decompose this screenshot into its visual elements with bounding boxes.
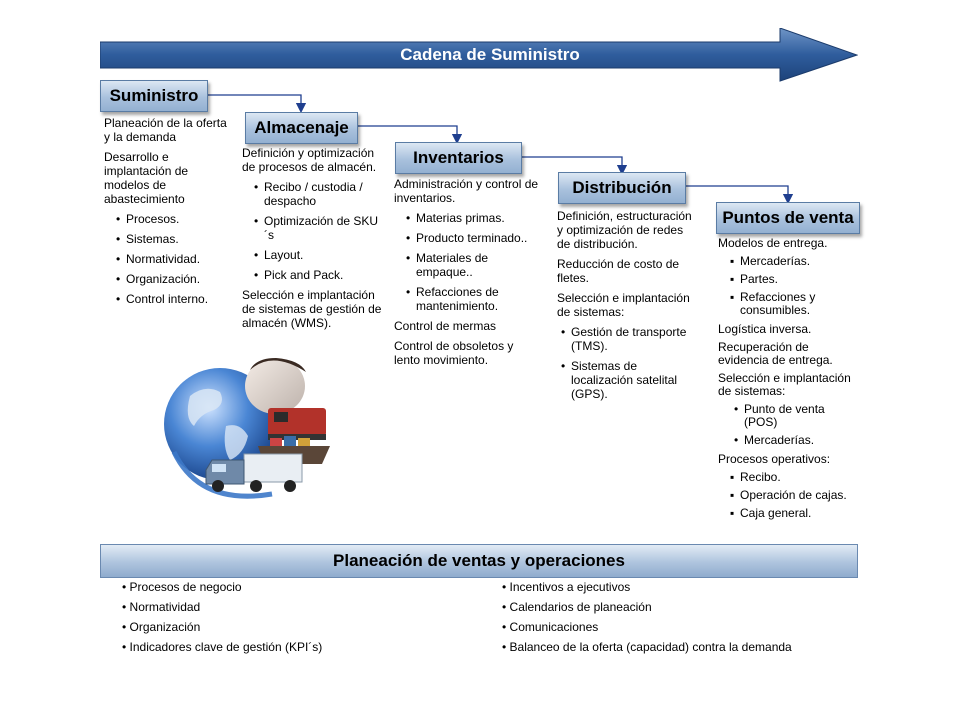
sales-operations-banner: Planeación de ventas y operaciones <box>100 544 858 578</box>
list-item: Refacciones de mantenimiento. <box>406 285 540 313</box>
almacenaje-text-2: Selección e implantación de sistemas de … <box>242 288 382 330</box>
stage-distribucion: Distribución <box>558 172 686 204</box>
connector-distribucion-puntos <box>685 185 794 205</box>
truck-icon <box>205 453 303 492</box>
supply-chain-title: Cadena de Suministro <box>400 45 580 64</box>
list-item: Recibo / custodia / despacho <box>254 180 388 208</box>
train-icon <box>268 408 326 440</box>
list-item: • Organización <box>122 620 201 634</box>
list-item: Producto terminado.. <box>406 231 540 245</box>
stage-puntos-de-venta: Puntos de venta <box>716 202 860 234</box>
woman-photo <box>245 358 306 414</box>
list-item: • Comunicaciones <box>502 620 599 634</box>
list-item: • Normatividad <box>122 600 201 614</box>
connector-suministro-almacenaje <box>207 94 307 114</box>
list-item: • Calendarios de planeación <box>502 600 652 614</box>
list-item: • Procesos de negocio <box>122 580 242 594</box>
list-item: Procesos. <box>116 212 230 226</box>
list-item: Mercaderías. <box>730 255 860 269</box>
stage-inventarios: Inventarios <box>395 142 522 174</box>
list-item: Pick and Pack. <box>254 268 388 282</box>
list-item: Operación de cajas. <box>730 489 860 503</box>
suministro-text-1: Planeación de la oferta y la demanda <box>104 116 227 144</box>
puntos-text-4: Selección e implantación de sistemas: <box>718 371 851 398</box>
suministro-list: Procesos. Sistemas. Normatividad. Organi… <box>104 212 230 306</box>
stage-suministro: Suministro <box>100 80 208 112</box>
inventarios-text-3: Control de obsoletos y lento movimiento. <box>394 339 514 367</box>
puntos-details: Modelos de entrega. Mercaderías. Partes.… <box>718 237 860 526</box>
list-item: Mercaderías. <box>734 434 860 448</box>
connector-inventarios-distribucion <box>521 156 628 176</box>
puntos-list-2: Punto de venta (POS) Mercaderías. <box>718 403 860 448</box>
puntos-text-3: Recuperación de evidencia de entrega. <box>718 340 833 367</box>
inventarios-details: Administración y control de inventarios.… <box>394 177 540 373</box>
puntos-text-5: Procesos operativos: <box>718 452 831 466</box>
suministro-text-2: Desarrollo e implantación de modelos de … <box>104 150 189 206</box>
list-item: Gestión de transporte (TMS). <box>561 325 699 353</box>
list-item: Control interno. <box>116 292 230 306</box>
list-item: Layout. <box>254 248 388 262</box>
list-item: Sistemas de localización satelital (GPS)… <box>561 359 699 401</box>
list-item: • Balanceo de la oferta (capacidad) cont… <box>502 640 792 654</box>
distribucion-details: Definición, estructuración y optimizació… <box>557 209 699 407</box>
distribucion-text-3: Selección e implantación de sistemas: <box>557 291 690 319</box>
list-item: Normatividad. <box>116 252 230 266</box>
puntos-list-3: Recibo. Operación de cajas. Caja general… <box>718 471 860 521</box>
logistics-illustration <box>164 358 330 499</box>
suministro-details: Planeación de la oferta y la demanda Des… <box>104 116 230 312</box>
list-item: Refacciones y consumibles. <box>730 291 860 317</box>
list-item: Organización. <box>116 272 230 286</box>
puntos-text-1: Modelos de entrega. <box>718 236 828 250</box>
puntos-text-2: Logística inversa. <box>718 322 812 336</box>
puntos-list-1: Mercaderías. Partes. Refacciones y consu… <box>718 255 860 317</box>
stage-almacenaje: Almacenaje <box>245 112 358 144</box>
list-item: • Incentivos a ejecutivos <box>502 580 631 594</box>
list-item: Punto de venta (POS) <box>734 403 860 429</box>
list-item: Recibo. <box>730 471 860 485</box>
almacenaje-list: Recibo / custodia / despacho Optimizació… <box>242 180 388 282</box>
list-item: Materias primas. <box>406 211 540 225</box>
inventarios-list: Materias primas. Producto terminado.. Ma… <box>394 211 540 313</box>
sales-operations-list-right: • Incentivos a ejecutivos • Calendarios … <box>502 580 792 660</box>
list-item: • Indicadores clave de gestión (KPI´s) <box>122 640 323 654</box>
distribucion-list: Gestión de transporte (TMS). Sistemas de… <box>557 325 699 401</box>
almacenaje-text-1: Definición y optimización de procesos de… <box>242 146 377 174</box>
inventarios-text-2: Control de mermas <box>394 319 497 333</box>
supply-chain-arrow <box>100 28 858 82</box>
list-item: Materiales de empaque.. <box>406 251 540 279</box>
sales-operations-list-left: • Procesos de negocio • Normatividad • O… <box>122 580 322 660</box>
distribucion-text-2: Reducción de costo de fletes. <box>557 257 680 285</box>
almacenaje-details: Definición y optimización de procesos de… <box>242 146 388 336</box>
list-item: Sistemas. <box>116 232 230 246</box>
connector-almacenaje-inventarios <box>357 125 463 145</box>
list-item: Partes. <box>730 273 860 287</box>
list-item: Optimización de SKU´s <box>254 214 388 242</box>
inventarios-text-1: Administración y control de inventarios. <box>394 177 539 205</box>
list-item: Caja general. <box>730 507 860 521</box>
distribucion-text-1: Definición, estructuración y optimizació… <box>557 209 692 251</box>
